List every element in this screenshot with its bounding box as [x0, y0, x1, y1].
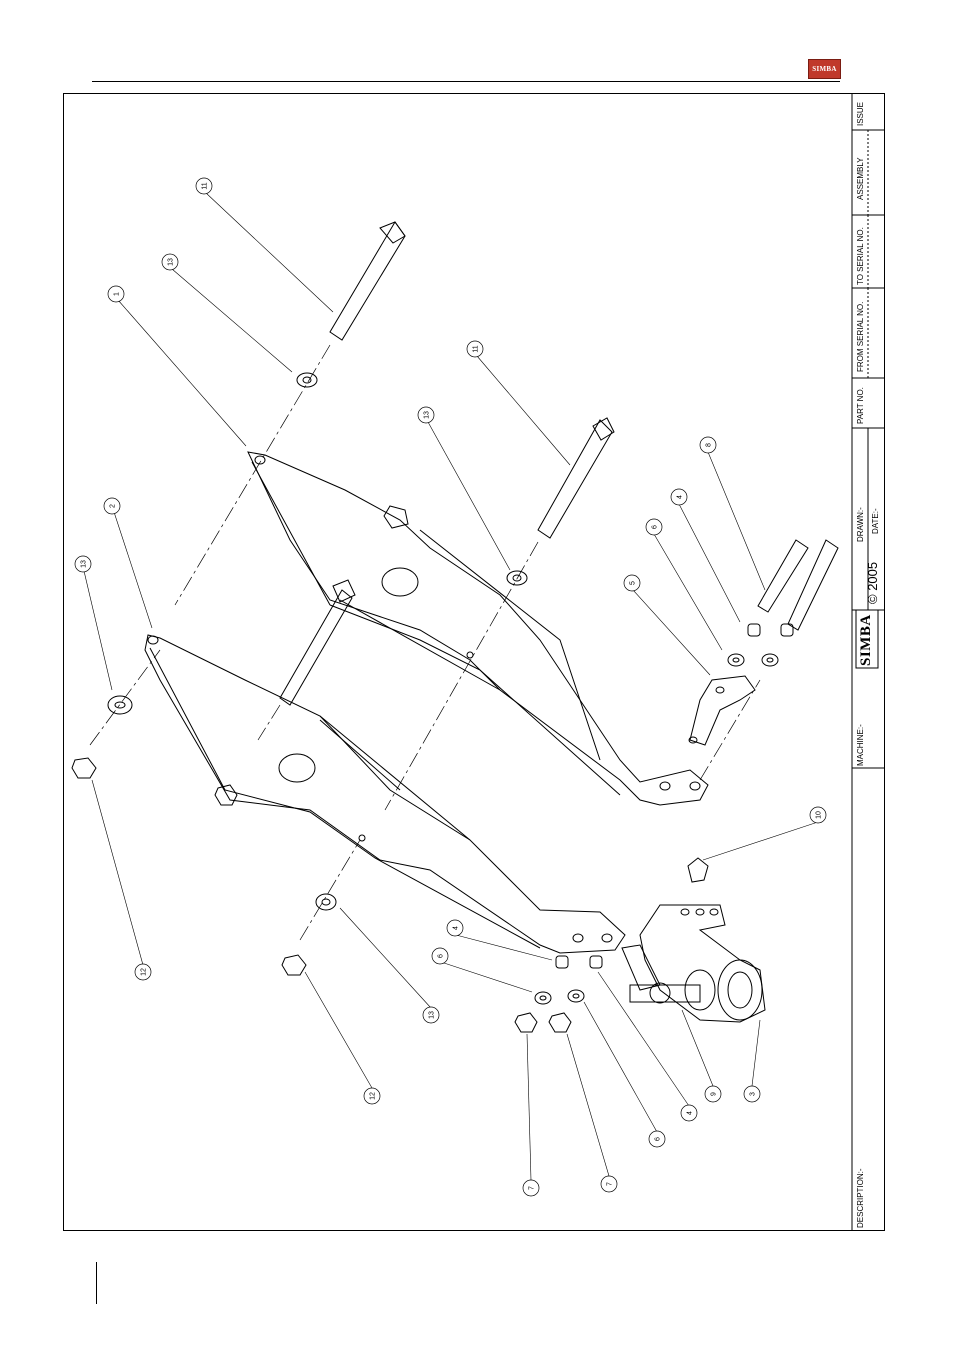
simba-logo-icon: SIMBA	[808, 59, 841, 79]
callout-label: 4	[677, 495, 684, 499]
callout-label: 13	[81, 560, 88, 568]
callout-label: 1	[114, 292, 121, 296]
callout-label: 11	[202, 182, 209, 189]
callout-label: 9	[711, 1092, 718, 1096]
callout-label: 4	[453, 926, 460, 930]
callout-label: 4	[687, 1111, 694, 1115]
callout-label: 12	[370, 1092, 377, 1100]
callout-label: 13	[168, 258, 175, 266]
drawing-frame	[63, 93, 885, 1231]
header-logo-text: SIMBA	[812, 65, 837, 73]
callout-label: 13	[429, 1011, 436, 1019]
footer-rule	[96, 1262, 97, 1304]
callout-label: 5	[630, 581, 637, 585]
header-rule	[92, 81, 840, 82]
callout-label: 8	[706, 443, 713, 447]
callout-label: 7	[529, 1186, 536, 1190]
callout-label: 12	[141, 968, 148, 976]
callout-label: 6	[655, 1137, 662, 1141]
callout-label: 11	[473, 345, 480, 352]
callout-label: 13	[424, 411, 431, 419]
callout-label: 10	[816, 811, 823, 819]
callout-label: 6	[438, 954, 445, 958]
callout-label: 3	[750, 1092, 757, 1096]
callout-label: 6	[652, 525, 659, 529]
callout-label: 2	[110, 504, 117, 508]
callout-label: 7	[607, 1182, 614, 1186]
